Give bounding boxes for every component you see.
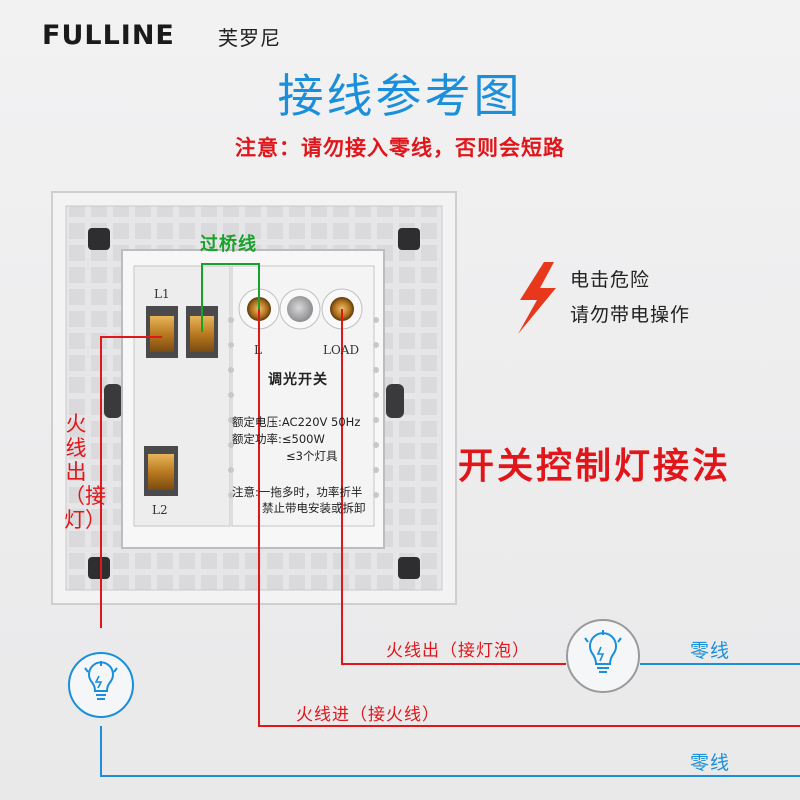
terminal-l2 xyxy=(144,446,178,496)
live-out-bulb-wire xyxy=(341,309,566,665)
switch-back-plate xyxy=(51,191,457,605)
live-in-label: 火线进（接火线） xyxy=(296,705,440,725)
plate-caution: 禁止带电安装或拆卸 xyxy=(262,501,366,515)
plate-rated-voltage: 额定电压:AC220V 50Hz xyxy=(232,415,361,429)
neutral-label-lower: 零线 xyxy=(690,752,731,774)
danger-instruction: 请勿带电操作 xyxy=(570,304,691,326)
terminal-label-l: L xyxy=(254,343,262,357)
wiring-method-title: 开关控制灯接法 xyxy=(458,446,732,487)
plate-lamp-count: ≤3个灯具 xyxy=(286,449,338,463)
warning-text: 注意：请勿接入零线，否则会短路 xyxy=(235,136,565,160)
live-in-wire xyxy=(258,309,800,727)
lightning-icon xyxy=(518,262,556,334)
terminal-middle-screw xyxy=(279,288,321,330)
brand-name-cn: 芙罗尼 xyxy=(218,26,281,50)
plate-note: 注意:一拖多时，功率折半 xyxy=(232,485,363,499)
neutral-label-upper: 零线 xyxy=(690,640,731,662)
live-out-lamp-wire xyxy=(100,336,162,628)
live-out-bulb-label: 火线出（接灯泡） xyxy=(386,641,530,661)
terminal-label-load: LOAD xyxy=(323,343,360,357)
bridge-wire-label: 过桥线 xyxy=(200,234,257,255)
plate-rated-power: 额定功率:≤500W xyxy=(232,432,325,446)
terminal-label-l1: L1 xyxy=(154,287,170,301)
terminal-l1-left xyxy=(146,306,178,358)
bridge-wire xyxy=(201,263,260,332)
bulb-icon xyxy=(566,619,640,693)
danger-title: 电击危险 xyxy=(570,269,651,291)
bulb-icon xyxy=(68,652,134,718)
neutral-wire-lower xyxy=(100,726,800,777)
page-title: 接线参考图 xyxy=(277,69,523,123)
live-out-lamp-label: 火线出（接灯） xyxy=(64,412,106,532)
plate-title: 调光开关 xyxy=(268,372,328,388)
terminal-label-l2: L2 xyxy=(152,503,168,517)
brand-logo: FULLINE xyxy=(42,20,175,51)
